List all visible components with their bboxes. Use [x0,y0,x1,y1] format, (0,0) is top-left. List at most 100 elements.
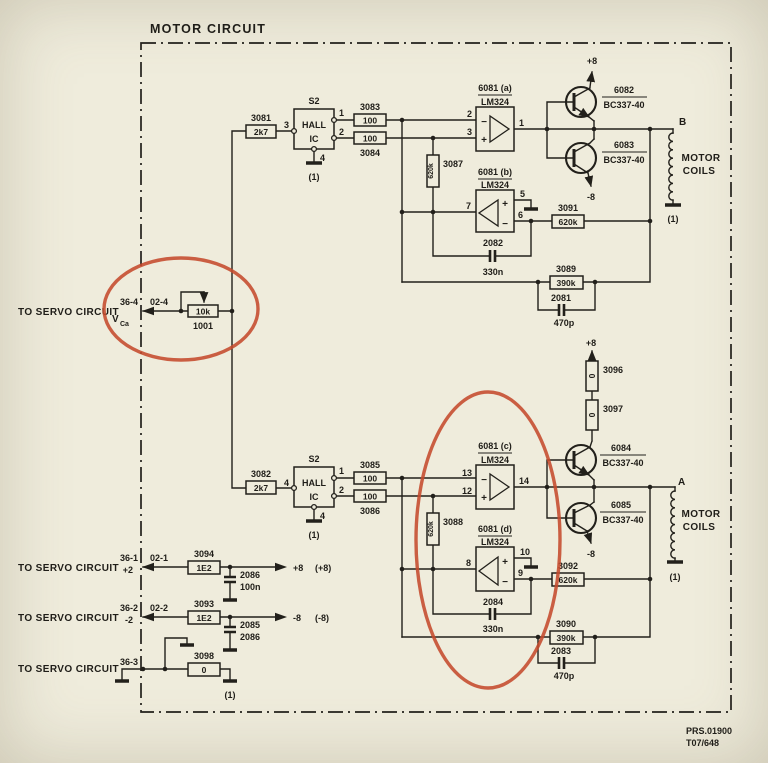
capacitor-2084-value: 330n [483,624,504,634]
opamp-6081b: + − 6081 (b) LM324 7 5 6 [466,167,525,233]
transistor-6083-ref: 6083 [614,140,634,150]
port-arrow-36-4 [142,306,154,316]
opamp-c-part: LM324 [481,455,509,465]
pot-adjust-section: 10k 1001 TO SERVO CIRCUIT 36-4 02-4 V Ca [18,297,219,331]
hall-b-name: S2 [308,96,319,106]
resistor-3081-ref: 3081 [251,113,271,123]
hall-a-line1: HALL [302,478,326,488]
opamp-b-minus-sign: − [502,219,508,230]
resistor-3087-ref: 3087 [443,159,463,169]
rail-minus8-arrow-b [584,172,594,188]
motor-coil-a [670,490,676,559]
resistor-3085-value: 100 [363,474,377,484]
resistor-3088-ref: 3088 [443,517,463,527]
opamp-c-ref: 6081 (c) [478,441,512,451]
hall-a-pin-gnd: 4 [320,511,325,521]
resistor-3096-value: 0 [587,373,597,378]
port-36-4: 36-4 [120,297,138,307]
signal-v-sub: Ca [120,321,129,328]
resistor-3093-ref: 3093 [194,599,214,609]
resistor-3081: 3081 2k7 [245,113,277,139]
resistor-3098-ref: 3098 [194,651,214,661]
opamp-a-part: LM324 [481,97,509,107]
opamp-b-ref: 6081 (b) [478,167,512,177]
opamp-d-minus-sign: − [502,577,508,588]
resistor-3083: 3083 100 [353,102,387,127]
junction-dots [140,117,653,672]
resistor-3091: 3091 620k [551,203,585,229]
resistor-3092-value: 620k [559,575,578,585]
pot-ref: 1001 [193,321,213,331]
port-02-2: 02-2 [150,603,168,613]
transistor-6085: 6085 BC337-40 [564,500,646,535]
opamp-6081d: + − 6081 (d) LM324 8 10 9 [466,524,530,592]
out-minus8-paren: (-8) [315,613,329,623]
resistor-3090-value: 390k [557,633,576,643]
hall-a-gnd-ref: (1) [309,530,320,540]
ground-symbols [115,161,683,683]
capacitor-labels: 2082 330n 2081 470p 2084 330n 2083 470p [483,238,575,681]
port-36-1: 36-1 [120,553,138,563]
capacitor-2084-ref: 2084 [483,597,503,607]
opamp-a-pin-plus: 3 [467,127,472,137]
opamp-a-pin-minus: 2 [467,109,472,119]
coil-b-gnd-ref: (1) [668,214,679,224]
resistor-3085: 3085 100 [353,460,387,485]
node-a-label: A [678,477,685,488]
resistor-3086-ref: 3086 [360,506,380,516]
opamp-d-pin-out: 8 [466,558,471,568]
resistor-3090: 3090 390k [549,619,584,645]
resistor-3097-value: 0 [587,412,597,417]
transistor-6083-part: BC337-40 [603,155,644,165]
resistor-3096: 0 3096 [585,360,623,392]
resistor-3086-value: 100 [363,492,377,502]
hall-b-line2: IC [310,134,320,144]
pot-value: 10k [196,307,210,317]
transistor-6084: 6084 BC337-40 [564,443,646,477]
port-arrow-36-1 [142,562,154,572]
opamp-b-pin-minus: 6 [518,210,523,220]
resistor-3088: 620k 3088 [426,512,463,546]
resistor-3097-ref: 3097 [603,404,623,414]
servo-label-row2: TO SERVO CIRCUIT [18,613,119,624]
resistor-3098-value: 0 [202,665,207,675]
resistor-3090-ref: 3090 [556,619,576,629]
supply-row-3: TO SERVO CIRCUIT 36-3 3098 0 (1) [18,651,236,700]
hall-a-pin1: 1 [339,466,344,476]
motor-coil-b [668,132,674,201]
resistor-3084-value: 100 [363,134,377,144]
hall-b-gnd-ref: (1) [309,172,320,182]
opamp-d-part: LM324 [481,537,509,547]
transistor-6082-ref: 6082 [614,85,634,95]
capacitor-2083-ref: 2083 [551,646,571,656]
opamp-c-pin-out: 14 [519,476,529,486]
resistor-3091-ref: 3091 [558,203,578,213]
transistor-6083: 6083 BC337-40 [564,140,647,175]
capacitor-2085-ref: 2085 [240,620,260,630]
resistor-3089: 3089 390k [549,264,584,290]
resistor-3082-ref: 3082 [251,469,271,479]
servo-label-row1: TO SERVO CIRCUIT [18,563,119,574]
motor-coils-b-line1: MOTOR [681,153,720,164]
doc-reference: PRS.01900 [686,726,732,736]
sig-plus2: +2 [123,565,133,575]
opamp-6081c: − + 6081 (c) LM324 13 12 14 [462,441,529,510]
resistor-3092: 3092 620k [551,561,585,587]
transistor-6085-part: BC337-40 [602,515,643,525]
capacitor-plates [224,250,566,669]
page-title: MOTOR CIRCUIT [150,22,266,36]
opamp-a-plus-sign: + [481,135,487,146]
opamp-c-pin-minus: 13 [462,468,472,478]
resistor-3094-ref: 3094 [194,549,214,559]
resistor-3096-ref: 3096 [603,365,623,375]
opamp-a-pin-out: 1 [519,118,524,128]
opamp-c-pin-plus: 12 [462,486,472,496]
node-b-label: B [679,117,686,128]
resistor-3089-ref: 3089 [556,264,576,274]
supply-row-1: TO SERVO CIRCUIT 36-1 +2 02-1 3094 1E2 +… [18,549,331,592]
hall-b-pin-gnd: 4 [320,153,325,163]
port-36-3: 36-3 [120,657,138,667]
resistor-3092-ref: 3092 [558,561,578,571]
rail-minus8-arrow-a [583,530,593,545]
